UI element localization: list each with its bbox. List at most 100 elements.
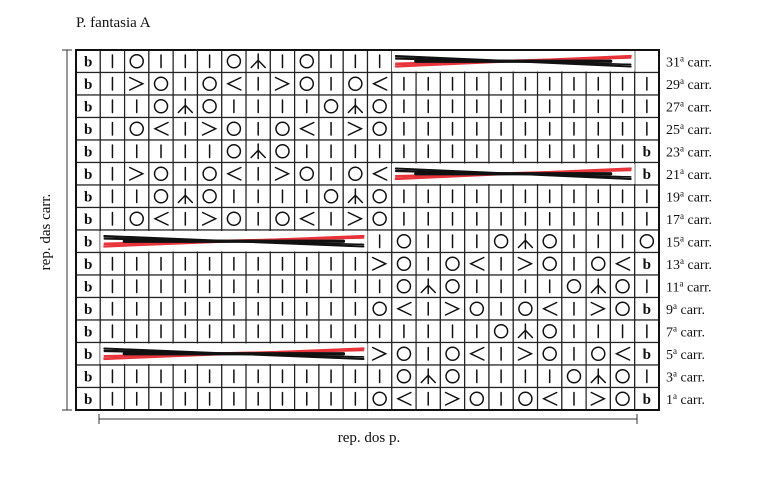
circle-symbol bbox=[153, 166, 169, 181]
chart-cell bbox=[318, 94, 344, 119]
inverted-y-symbol bbox=[347, 188, 364, 205]
edge-stitch-symbol: b bbox=[84, 369, 92, 385]
chart-cell bbox=[196, 71, 223, 96]
chart-cell bbox=[391, 386, 417, 411]
left-diagonal-symbol bbox=[469, 346, 485, 361]
chart-cell bbox=[609, 386, 636, 411]
row-label: 17a carr. bbox=[666, 211, 712, 228]
circle-symbol bbox=[129, 211, 144, 226]
circle-symbol bbox=[469, 301, 485, 316]
chart-cell bbox=[366, 251, 393, 276]
chart-cell bbox=[609, 274, 636, 299]
chart-cell bbox=[488, 319, 514, 344]
circle-symbol bbox=[493, 324, 509, 339]
circle-symbol bbox=[153, 99, 169, 114]
chart-cell bbox=[439, 364, 466, 389]
chart-cell bbox=[294, 49, 320, 74]
chart-cell bbox=[439, 274, 466, 299]
chart-cell bbox=[391, 274, 417, 299]
chart-cell bbox=[512, 251, 539, 276]
circle-symbol bbox=[615, 279, 630, 294]
edge-stitch-symbol: b bbox=[84, 257, 92, 273]
left-diagonal-symbol bbox=[226, 166, 242, 181]
right-diagonal-symbol bbox=[371, 346, 388, 361]
chart-cell bbox=[318, 184, 344, 209]
chart-cell bbox=[269, 161, 296, 186]
chart-cell bbox=[536, 251, 563, 276]
chart-cell bbox=[269, 139, 296, 164]
row-label: 11a carr. bbox=[666, 278, 711, 295]
chart-cell bbox=[342, 116, 369, 141]
inverted-y-symbol bbox=[420, 278, 436, 295]
row-label: 7a carr. bbox=[666, 323, 705, 340]
circle-symbol bbox=[299, 76, 315, 91]
chart-cell bbox=[464, 341, 490, 366]
circle-symbol bbox=[226, 121, 242, 136]
circle-symbol bbox=[372, 211, 387, 226]
circle-symbol bbox=[396, 234, 412, 249]
inverted-y-symbol bbox=[177, 98, 194, 115]
chart-cell bbox=[148, 206, 174, 231]
chart-cell bbox=[366, 94, 393, 119]
right-diagonal-symbol bbox=[517, 346, 534, 361]
row-label: 1a carr. bbox=[666, 391, 705, 408]
chart-cell bbox=[221, 49, 247, 74]
inverted-y-symbol bbox=[177, 188, 194, 205]
circle-symbol bbox=[275, 144, 290, 159]
edge-stitch-symbol: b bbox=[84, 99, 92, 115]
edge-stitch-symbol: b bbox=[84, 122, 92, 138]
chart-cell bbox=[609, 364, 636, 389]
chart-cell bbox=[439, 341, 466, 366]
chart-cell bbox=[512, 341, 539, 366]
left-diagonal-symbol bbox=[153, 211, 169, 226]
left-diagonal-symbol bbox=[299, 121, 315, 136]
circle-symbol bbox=[542, 324, 557, 339]
edge-stitch-symbol: b bbox=[84, 212, 92, 228]
chart-cell bbox=[148, 71, 174, 96]
circle-symbol bbox=[469, 391, 485, 406]
cable-band bbox=[391, 163, 635, 184]
circle-symbol bbox=[202, 189, 217, 204]
stitch-repeat-label: rep. dos p. bbox=[338, 430, 401, 446]
chart-frame bbox=[75, 49, 660, 411]
chart-cell bbox=[342, 206, 369, 231]
circle-symbol bbox=[445, 279, 460, 294]
circle-symbol bbox=[372, 301, 387, 316]
circle-symbol bbox=[615, 391, 630, 406]
circle-symbol bbox=[396, 256, 412, 271]
chart-cell bbox=[391, 341, 417, 366]
row-labels: 31a carr.29a carr.27a carr.25a carr.23a … bbox=[666, 53, 712, 408]
circle-symbol bbox=[299, 166, 315, 181]
inverted-y-symbol bbox=[420, 368, 436, 385]
chart-cell bbox=[148, 94, 174, 119]
circle-symbol bbox=[396, 369, 412, 384]
circle-symbol bbox=[542, 346, 557, 361]
chart-cell bbox=[221, 139, 247, 164]
chart-cell bbox=[123, 206, 150, 231]
edge-stitch-symbol: b bbox=[84, 347, 92, 363]
circle-symbol bbox=[518, 301, 533, 316]
row-label: 31a carr. bbox=[666, 53, 712, 70]
chart-cell bbox=[536, 296, 563, 321]
chart-cell bbox=[464, 386, 490, 411]
circle-symbol bbox=[323, 189, 339, 204]
row-label: 27a carr. bbox=[666, 98, 712, 115]
chart-title: P. fantasia A bbox=[76, 15, 151, 31]
right-diagonal-symbol bbox=[347, 121, 364, 136]
circle-symbol bbox=[226, 54, 242, 69]
right-diagonal-symbol bbox=[517, 256, 534, 271]
chart-cell bbox=[294, 161, 320, 186]
chart-cell bbox=[148, 184, 174, 209]
circle-symbol bbox=[396, 279, 412, 294]
left-diagonal-symbol bbox=[371, 166, 388, 181]
edge-stitch-symbol: b bbox=[84, 324, 92, 340]
row-label: 15a carr. bbox=[666, 233, 712, 250]
row-label: 25a carr. bbox=[666, 121, 712, 138]
circle-symbol bbox=[202, 76, 217, 91]
left-diagonal-symbol bbox=[614, 346, 631, 361]
row-label: 9a carr. bbox=[666, 301, 705, 318]
left-diagonal-symbol bbox=[371, 76, 388, 91]
edge-stitch-symbol: b bbox=[84, 167, 92, 183]
